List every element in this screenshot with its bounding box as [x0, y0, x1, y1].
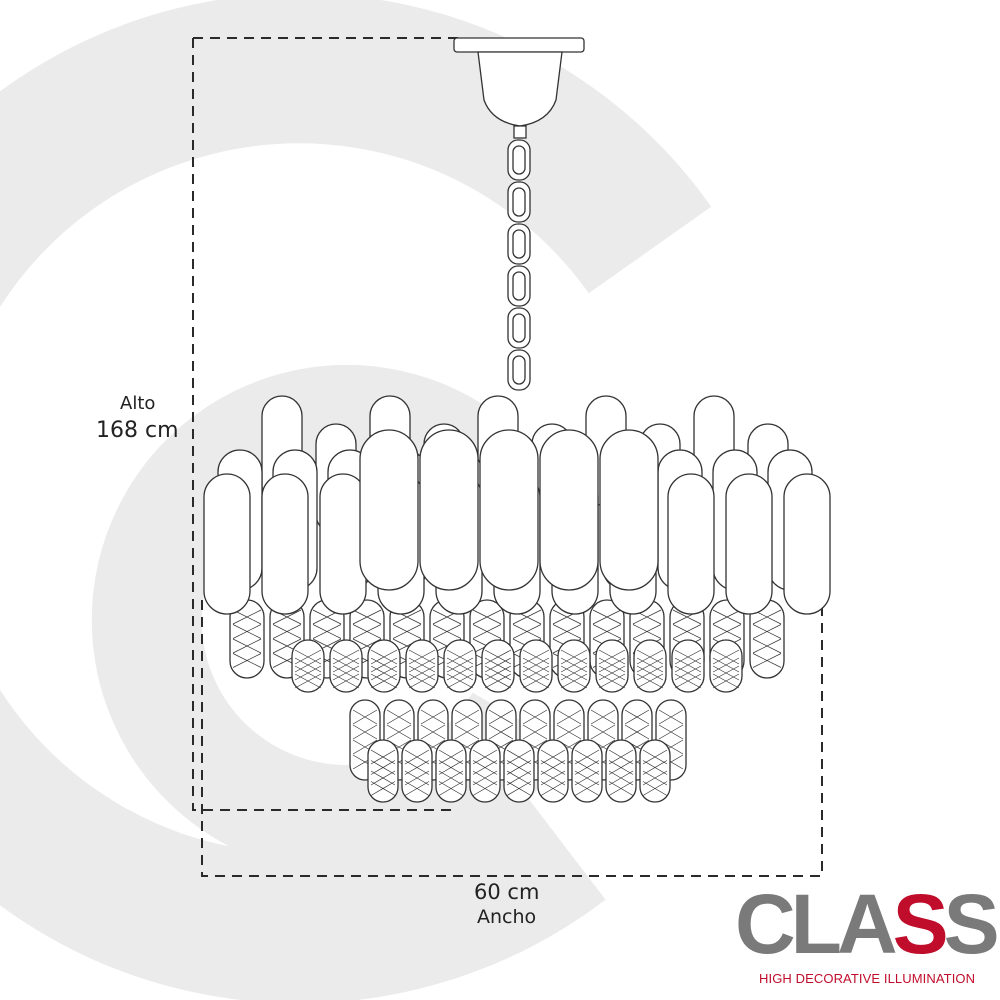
- glass-plate: [419, 429, 479, 591]
- brand-logo: CLASS ® HIGH DECORATIVE ILLUMINATION: [735, 882, 1000, 988]
- crystal-hatch: [294, 649, 322, 689]
- crystal-hatch: [232, 609, 262, 668]
- crystal-drop: [639, 739, 671, 803]
- crystal-hatch: [658, 709, 684, 770]
- crystal-hatch: [624, 709, 650, 770]
- crystal-drop: [595, 639, 629, 693]
- crystal-hatch: [446, 649, 474, 689]
- wordmark-accent-letter: S: [892, 877, 949, 971]
- crystal-hatch: [642, 749, 668, 796]
- crystal-drop: [709, 639, 743, 693]
- crystal-drop: [291, 639, 325, 693]
- crystal-hatch: [752, 609, 782, 668]
- chain-link-inner: [512, 187, 526, 217]
- crystal-drop: [367, 739, 399, 803]
- glass-plate: [539, 429, 599, 591]
- crystal-drop: [557, 639, 591, 693]
- crystal-hatch: [404, 749, 430, 796]
- crystal-hatch: [312, 609, 342, 668]
- glass-plate: [479, 429, 539, 591]
- crystal-hatch: [590, 709, 616, 770]
- width-label: Ancho: [477, 906, 537, 928]
- glass-plate: [203, 473, 251, 615]
- chain-link-inner: [512, 229, 526, 259]
- crystal-drop: [443, 639, 477, 693]
- crystal-drop: [329, 639, 363, 693]
- crystal-hatch: [574, 749, 600, 796]
- crystal-drop: [405, 639, 439, 693]
- crystal-hatch: [332, 649, 360, 689]
- width-value: 60 cm: [474, 880, 540, 904]
- crystal-hatch: [408, 649, 436, 689]
- crystal-hatch: [560, 649, 588, 689]
- glass-plate: [725, 473, 773, 615]
- crystal-drop: [503, 739, 535, 803]
- height-value: 168 cm: [96, 418, 179, 443]
- crystal-drop: [605, 739, 637, 803]
- crystal-hatch: [352, 609, 382, 668]
- crystal-drop: [367, 639, 401, 693]
- wordmark-left: CLA: [735, 877, 898, 971]
- crystal-hatch: [674, 649, 702, 689]
- crystal-hatch: [272, 609, 302, 668]
- crystal-hatch: [506, 749, 532, 796]
- crystal-hatch: [370, 749, 396, 796]
- crystal-hatch: [608, 749, 634, 796]
- crystal-hatch: [522, 709, 548, 770]
- crystal-hatch: [598, 649, 626, 689]
- chain-link-inner: [512, 313, 526, 343]
- glass-plate: [261, 473, 309, 615]
- crystal-hatch: [556, 709, 582, 770]
- glass-plate: [783, 473, 831, 615]
- crystal-hatch: [472, 749, 498, 796]
- crystal-hatch: [386, 709, 412, 770]
- chain-link-inner: [512, 145, 526, 175]
- crystal-drop: [401, 739, 433, 803]
- chain-link-inner: [512, 355, 526, 385]
- crystal-hatch: [370, 649, 398, 689]
- crystal-hatch: [484, 649, 512, 689]
- crystal-drop: [671, 639, 705, 693]
- crystal-hatch: [352, 709, 378, 770]
- crystal-hatch: [636, 649, 664, 689]
- crystal-hatch: [438, 749, 464, 796]
- crystal-drop: [481, 639, 515, 693]
- crystal-drop: [633, 639, 667, 693]
- crystal-hatch: [488, 709, 514, 770]
- chandelier-illustration: [203, 37, 831, 803]
- crystal-hatch: [522, 649, 550, 689]
- crystal-drop: [537, 739, 569, 803]
- canopy-hook: [513, 125, 527, 139]
- dimension-lines: [192, 37, 823, 877]
- brand-tagline: HIGH DECORATIVE ILLUMINATION: [759, 971, 976, 986]
- crystal-hatch: [420, 709, 446, 770]
- crystal-drop: [519, 639, 553, 693]
- crystal-hatch: [712, 649, 740, 689]
- crystal-hatch: [454, 709, 480, 770]
- crystal-drop: [469, 739, 501, 803]
- wordmark-right: S: [943, 877, 1000, 971]
- ceiling-plate: [453, 37, 585, 53]
- crystal-hatch: [540, 749, 566, 796]
- chain-link-inner: [512, 271, 526, 301]
- glass-plate: [319, 473, 367, 615]
- glass-plate: [599, 429, 659, 591]
- glass-plate: [667, 473, 715, 615]
- glass-plate: [359, 429, 419, 591]
- crystal-drop: [571, 739, 603, 803]
- crystal-drop: [435, 739, 467, 803]
- brand-wordmark: CLASS: [735, 882, 1000, 966]
- height-label: Alto: [120, 393, 156, 414]
- registered-mark: ®: [971, 946, 978, 954]
